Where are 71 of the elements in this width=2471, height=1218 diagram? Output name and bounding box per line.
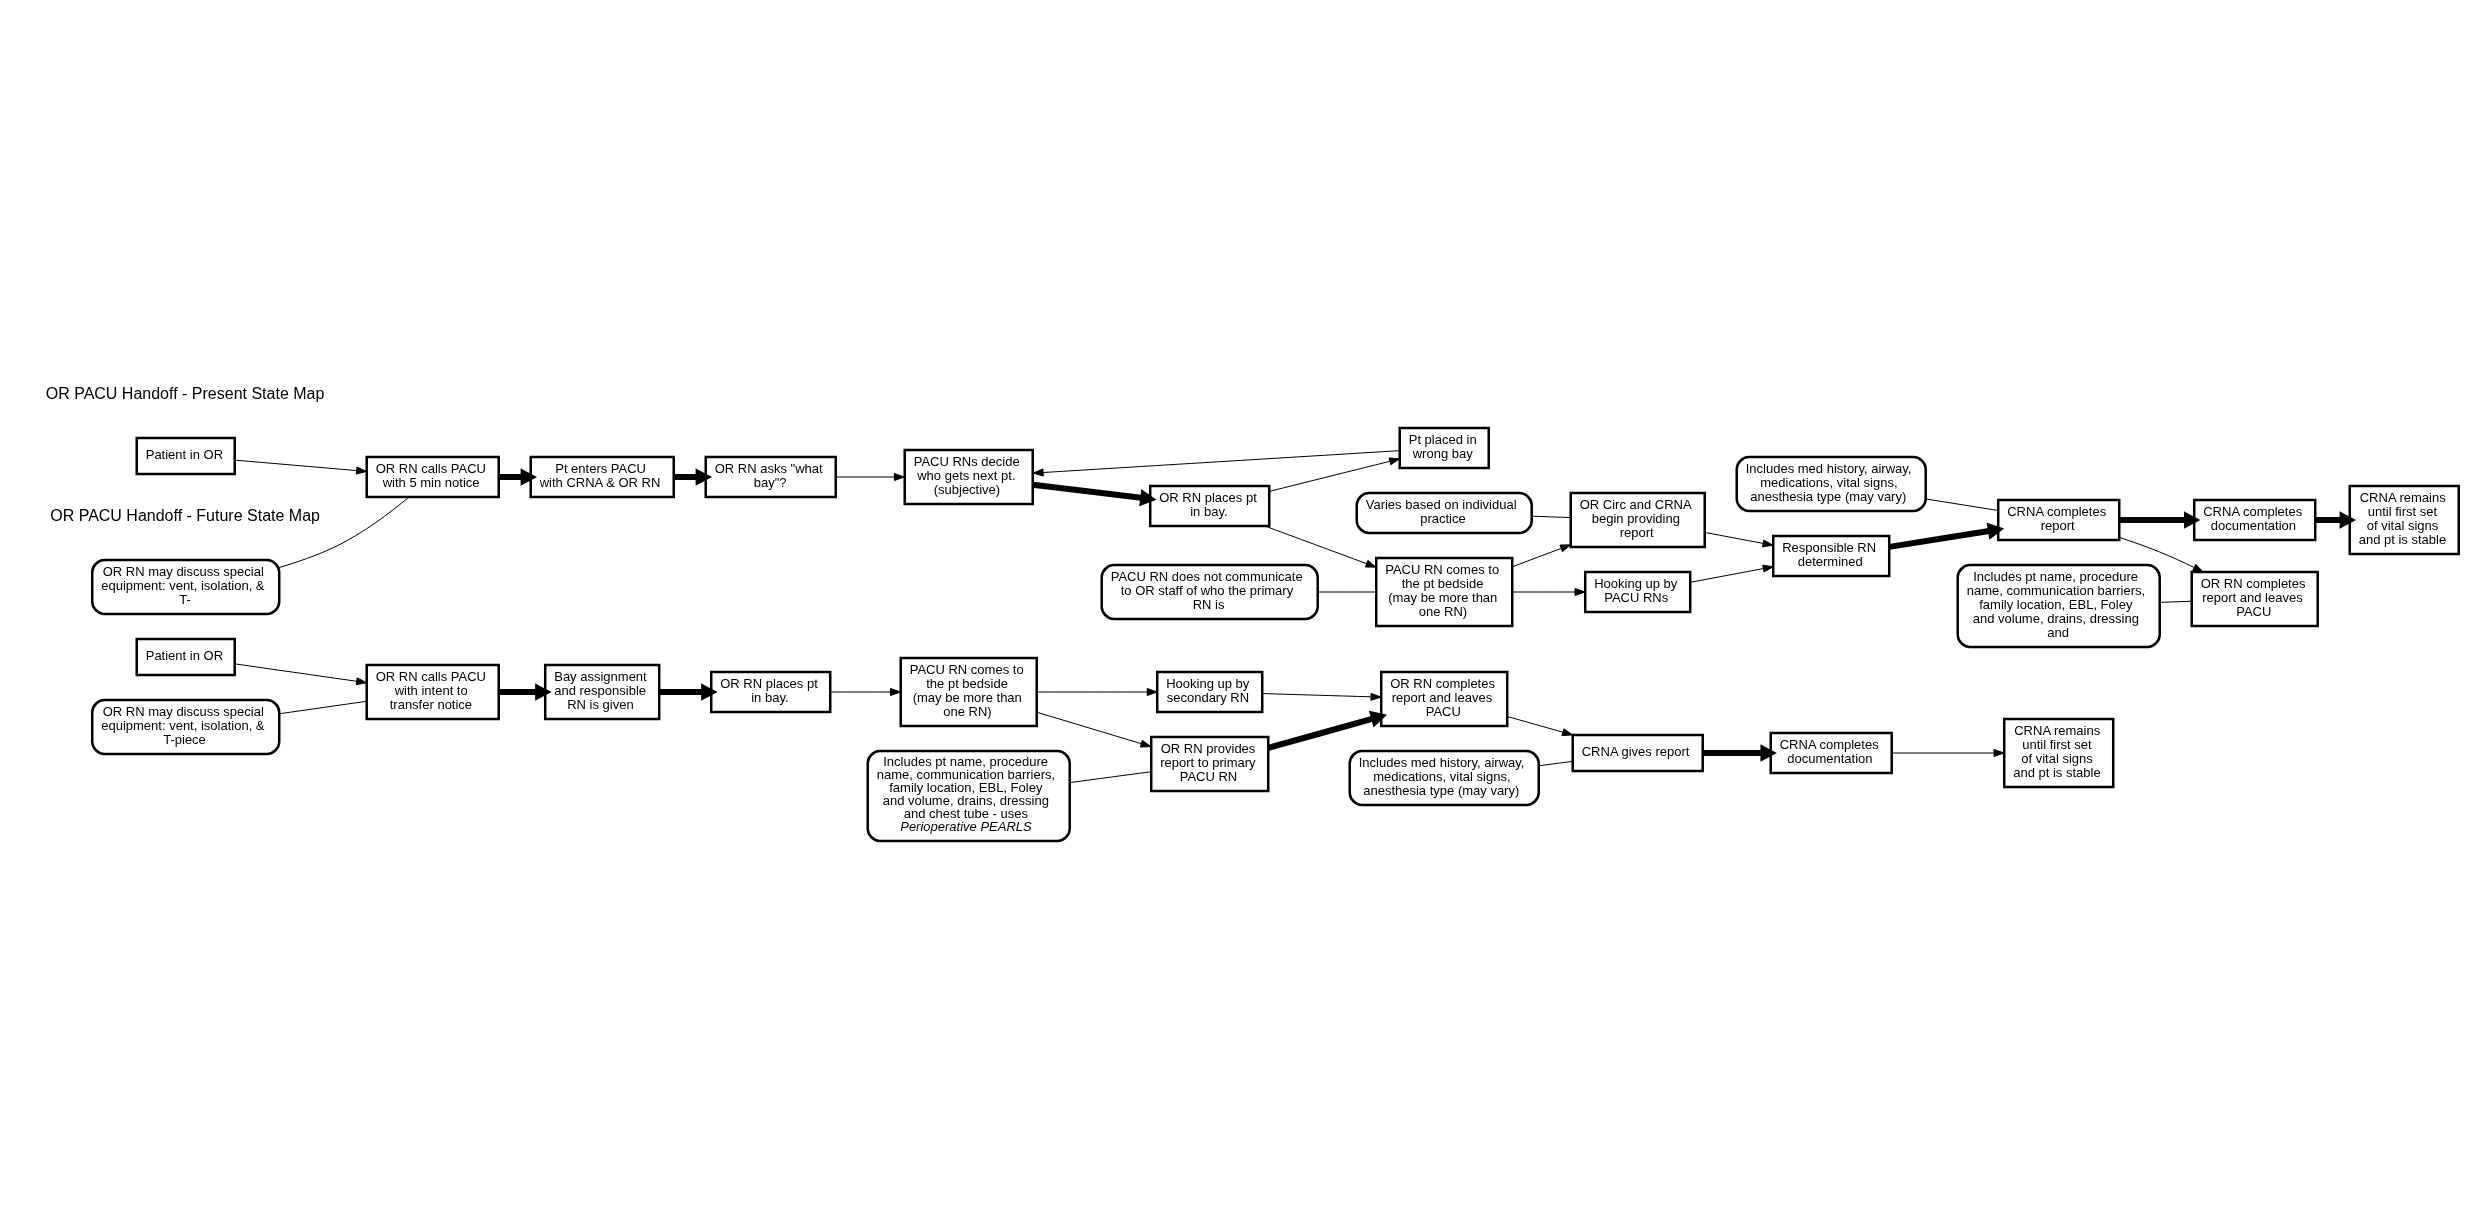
arrow — [1704, 531, 1774, 548]
connector — [2159, 600, 2193, 603]
arrow — [1268, 457, 1401, 492]
arrow — [234, 663, 368, 686]
node-box: OR RN asks "what bay"? — [704, 455, 837, 499]
node-box: CRNA completes documentation — [1769, 731, 1893, 775]
connector — [1925, 498, 1999, 511]
arrow — [1261, 692, 1382, 701]
node-box: Patient in OR — [135, 637, 236, 677]
arrow — [1512, 544, 1572, 568]
node-box: CRNA gives report — [1571, 733, 1704, 773]
node-box: OR RN completes report and leaves PACU — [2190, 570, 2319, 628]
node-box: OR Circ and CRNA begin providing report — [1569, 491, 1706, 549]
node-box: Includes med history, airway, medications, vital signs, anesthesia type (may vary) — [1348, 749, 1540, 807]
arrow — [498, 683, 552, 701]
node-box: PACU RN comes to the pt bedside (may be more than one RN) — [899, 656, 1038, 728]
connector — [1317, 591, 1377, 593]
node-box: Bay assignment and responsible RN is given — [544, 663, 661, 721]
node-box: Includes pt name, procedure name, communication barriers, family location, EBL, Foley and volume, drains, dressing and chest tube - uses Perioperative PEARLS — [866, 749, 1071, 843]
arrow — [1036, 688, 1158, 696]
connector — [1531, 515, 1572, 519]
node-box: Pt enters PACU with CRNA & OR RN — [529, 455, 675, 499]
arrow — [673, 468, 713, 486]
node-box: Includes med history, airway, medications, vital signs, anesthesia type (may vary) — [1735, 455, 1927, 513]
node-box: CRNA remains until first set of vital signs and pt is stable — [2348, 484, 2460, 556]
arrow — [1891, 749, 2005, 757]
node-box: OR RN places pt in bay. — [710, 670, 832, 714]
arrow — [2119, 511, 2201, 529]
node-box: OR RN places pt in bay. — [1148, 484, 1271, 528]
node-box: Hooking up by PACU RNs — [1583, 570, 1692, 614]
arrow — [1888, 522, 2005, 550]
arrow — [1512, 588, 1586, 596]
arrow — [829, 688, 902, 696]
label: OR PACU Handoff - Present State Map — [45, 384, 325, 402]
arrow — [1032, 450, 1401, 477]
arrow — [1506, 716, 1574, 737]
arrow — [234, 459, 368, 475]
arrow — [1032, 481, 1157, 507]
node-box: OR RN completes report and leaves PACU — [1379, 670, 1509, 728]
node-box: Responsible RN determined — [1771, 534, 1891, 578]
arrow — [835, 473, 905, 481]
arrow — [2315, 511, 2357, 529]
node-box: Varies based on individual practice — [1355, 491, 1533, 535]
node-box: OR RN may discuss special equipment: vent, isolation, & T- — [91, 558, 281, 616]
arrow — [498, 468, 538, 486]
connector — [278, 700, 367, 715]
node-box: Pt placed in wrong bay — [1398, 426, 1490, 470]
node-box: OR RN calls PACU with 5 min notice — [365, 455, 500, 499]
label: OR PACU Handoff - Future State Map — [50, 506, 320, 524]
arrow — [1702, 744, 1777, 762]
node-box: PACU RNs decide who gets next pt. (subjective) — [903, 448, 1034, 506]
arrow — [1036, 711, 1152, 748]
node-box: PACU RN comes to the pt bedside (may be more than one RN) — [1374, 556, 1514, 628]
connector — [278, 496, 410, 568]
arrow — [659, 683, 718, 701]
arrow — [1689, 564, 1774, 583]
node-box: OR RN provides report to primary PACU RN — [1149, 735, 1270, 793]
node-box: PACU RN does not communicate to OR staff of who the primary RN is — [1100, 563, 1319, 621]
node-box: Hooking up by secondary RN — [1155, 670, 1264, 714]
node-box: OR RN calls PACU with intent to transfer notice — [365, 663, 500, 721]
connector — [1069, 771, 1152, 784]
arrow — [1267, 710, 1388, 751]
node-box: CRNA completes documentation — [2192, 498, 2317, 542]
node-box: CRNA remains until first set of vital signs and pt is stable — [2002, 717, 2115, 789]
node-box: OR RN may discuss special equipment: vent, isolation, & T-piece — [91, 698, 281, 756]
connector — [1538, 760, 1574, 767]
node-box: CRNA completes report — [1996, 498, 2121, 542]
arrow — [2119, 536, 2204, 573]
arrow — [1264, 525, 1377, 568]
node-box: Patient in OR — [135, 436, 236, 476]
node-box: Includes pt name, procedure name, communication barriers, family location, EBL, Foley and volume, drains, dressing and — [1956, 563, 2161, 649]
